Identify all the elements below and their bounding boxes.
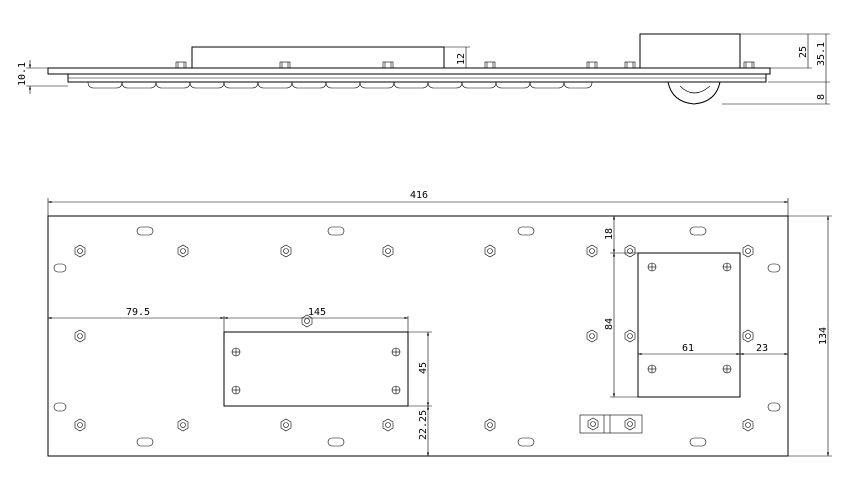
dim-top-offset-right: 18 (604, 228, 615, 240)
side-keycaps (87, 81, 593, 89)
right-module-screws (647, 262, 732, 374)
right-module (637, 252, 741, 398)
mounting-slots (53, 226, 781, 447)
side-base-plate (47, 67, 771, 75)
dim-foot-height: 8 (816, 94, 827, 100)
side-top-module (191, 46, 445, 69)
dim-bottom-offset: 22.25 (418, 410, 429, 440)
center-module (223, 331, 409, 407)
plate-outline (47, 215, 789, 457)
dim-total-height: 35.1 (816, 42, 827, 66)
dim-right-module-height: 84 (604, 318, 615, 330)
center-module-screws (231, 347, 401, 395)
dim-block-height: 25 (798, 46, 809, 58)
dim-overall-depth: 134 (818, 327, 829, 345)
dim-plate-thickness: 10.1 (17, 62, 28, 86)
dim-right-edge-offset: 23 (756, 343, 768, 354)
top-view: 416 134 (47, 190, 832, 457)
connector-bracket (579, 414, 643, 434)
dim-module-height: 12 (456, 53, 467, 65)
side-trackball (667, 81, 721, 105)
side-view: 10.1 12 25 35.1 8 (17, 33, 830, 105)
dim-module-depth: 45 (418, 362, 429, 374)
side-right-block (639, 33, 741, 69)
dim-left-offset: 79.5 (126, 307, 150, 318)
dim-overall-length: 416 (410, 190, 428, 201)
hex-nuts (74, 244, 754, 432)
dim-module-width: 145 (308, 307, 326, 318)
side-screws (175, 61, 755, 69)
dim-right-module-width: 61 (682, 343, 694, 354)
